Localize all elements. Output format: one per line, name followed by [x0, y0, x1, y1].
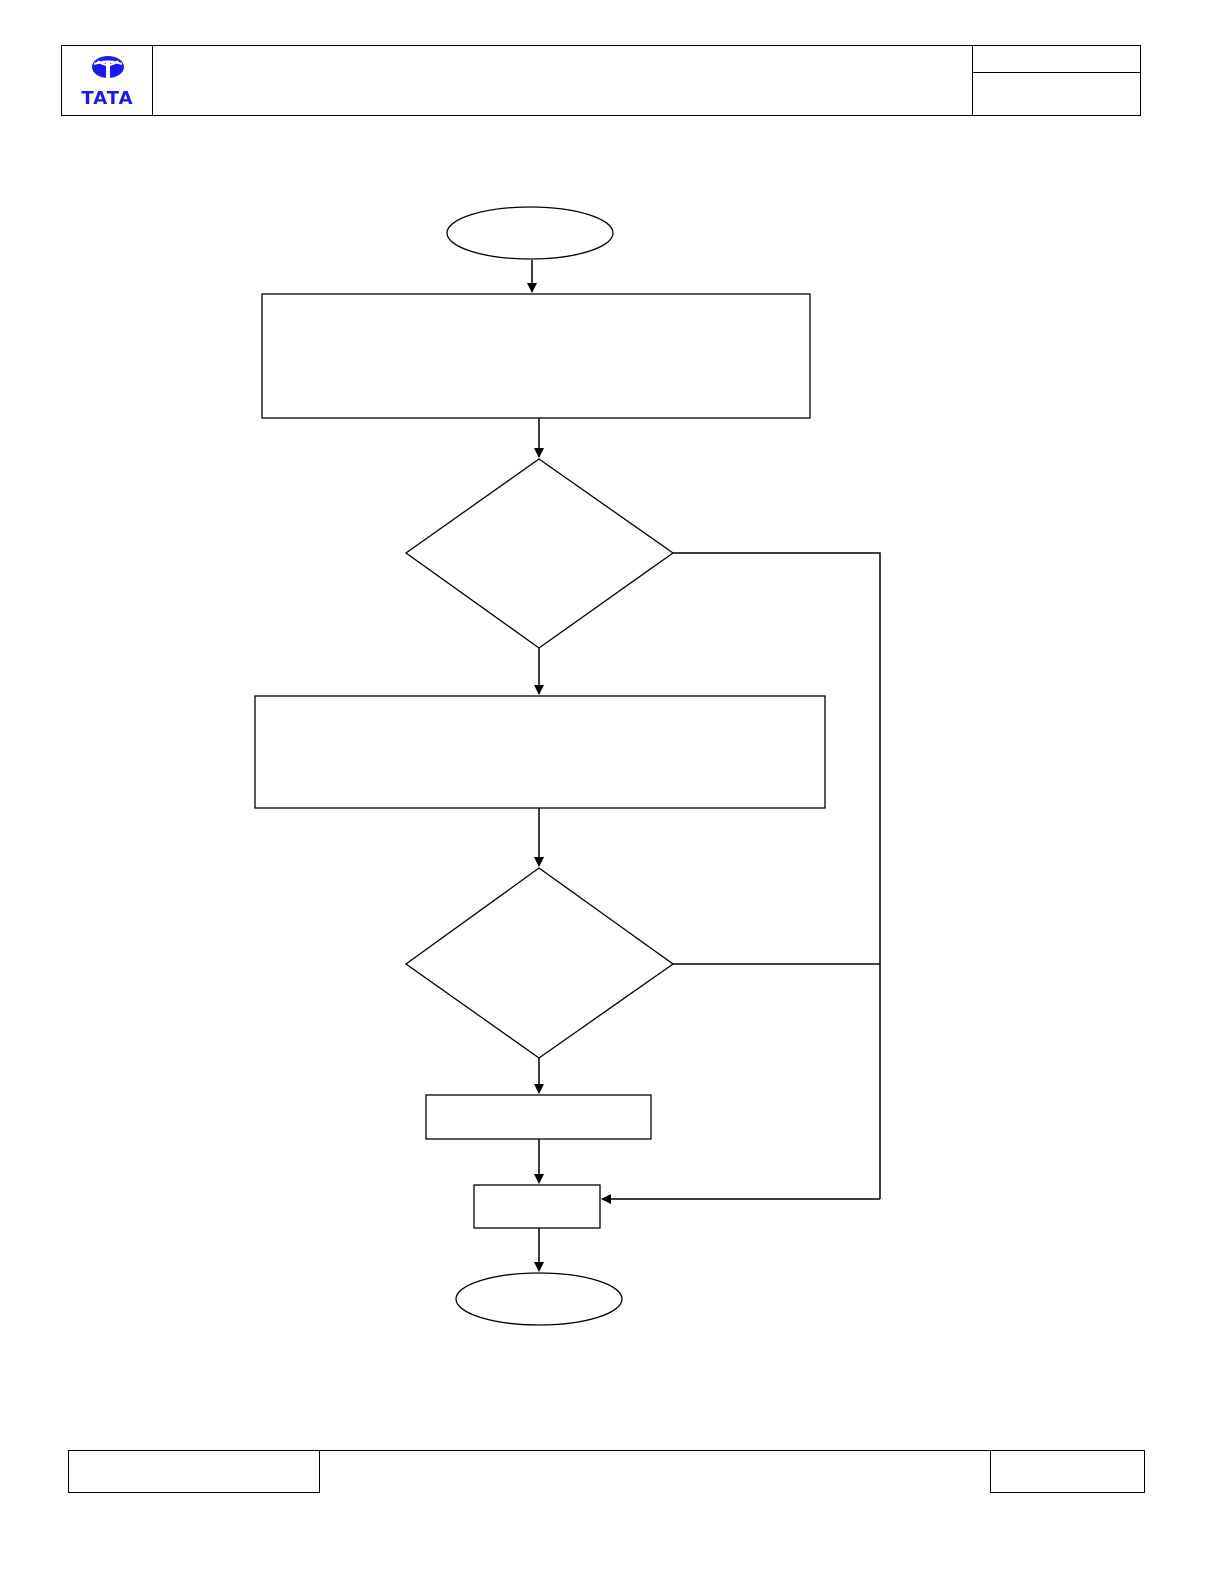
- header-doc-number-cell: [973, 46, 1140, 73]
- decision-diamond-1: [404, 458, 675, 649]
- decision-diamond-2: [404, 867, 675, 1059]
- header-table: TATA: [61, 45, 1141, 116]
- logo-cell: TATA: [62, 46, 153, 115]
- logo-text: TATA: [81, 88, 134, 109]
- edge-decision-1-to-process-4: [673, 552, 881, 1199]
- end-terminator: [455, 1272, 623, 1326]
- header-title-cell: [153, 46, 973, 115]
- footer-page-cell: [990, 1450, 1145, 1493]
- footer-left-cell: [68, 1450, 320, 1493]
- start-terminator: [446, 206, 614, 260]
- process-box-1: [261, 293, 811, 419]
- process-box-4: [473, 1184, 601, 1229]
- process-box-2: [254, 695, 826, 809]
- tata-logo-icon: [92, 56, 124, 78]
- process-box-3: [425, 1094, 652, 1140]
- footer-middle-rule: [320, 1450, 990, 1452]
